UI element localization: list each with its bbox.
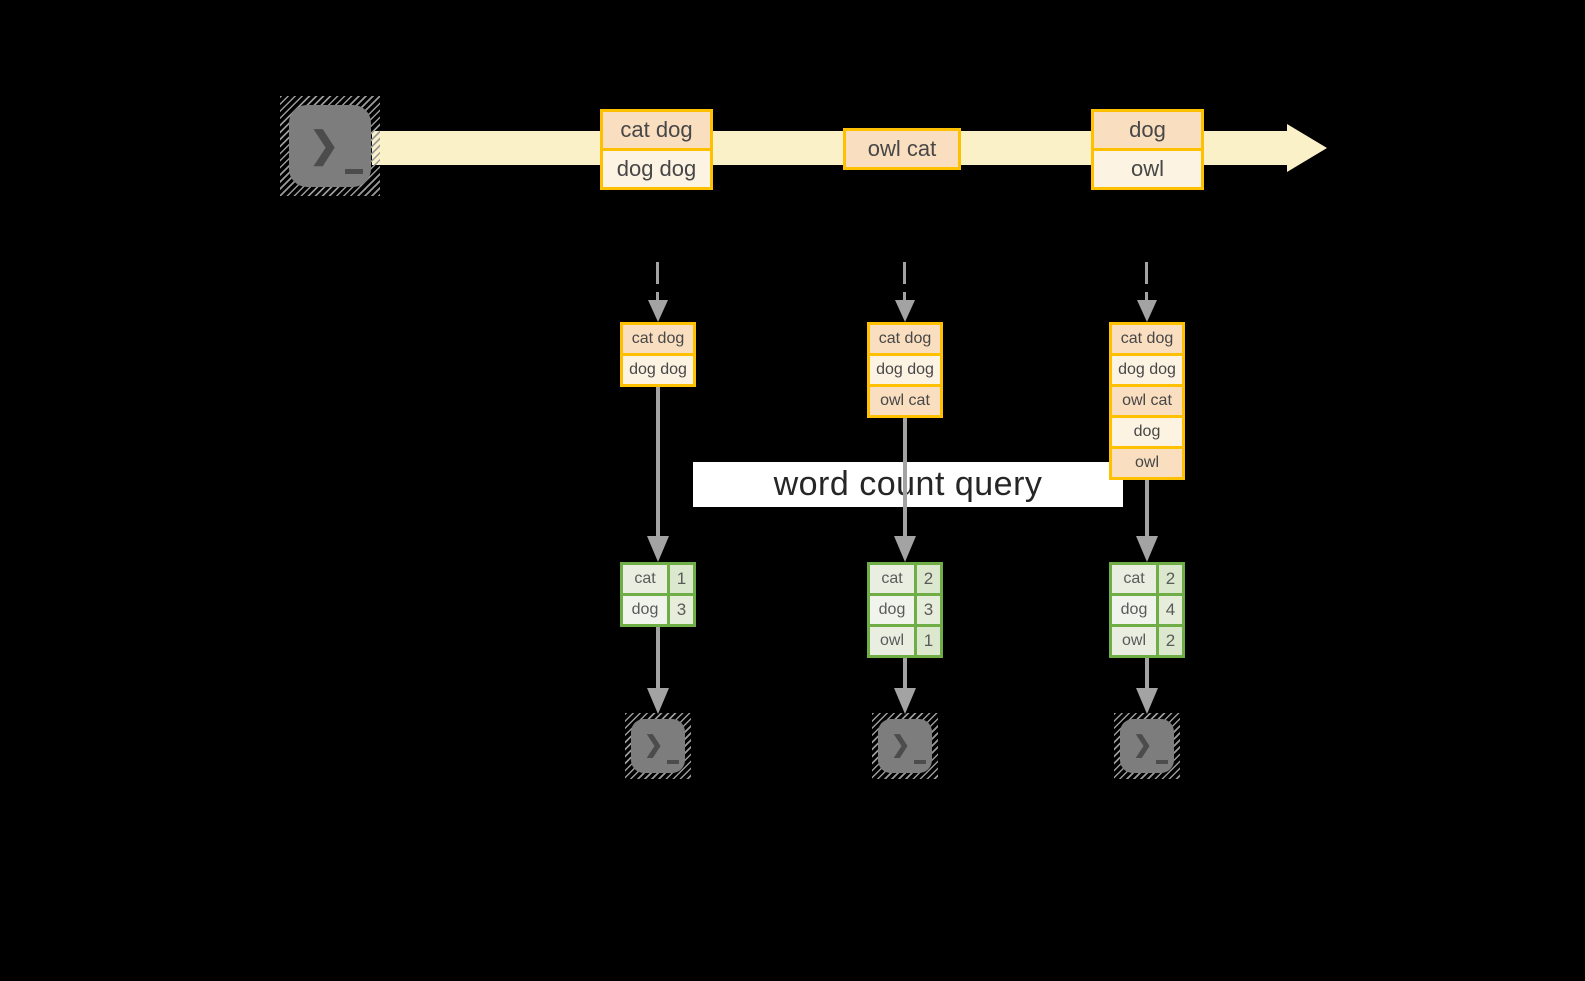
- connector-line: [903, 658, 907, 688]
- terminal-cursor-icon: [667, 760, 679, 764]
- stream-event-box-1: cat dog dog dog: [600, 109, 713, 190]
- state-cell: owl: [1112, 446, 1182, 477]
- table-row: dog 3: [623, 593, 693, 624]
- event-cell: cat dog: [603, 112, 710, 148]
- event-cell: owl cat: [846, 131, 958, 167]
- terminal-screen: ❯: [1120, 719, 1174, 773]
- stream-event-box-2: owl cat: [843, 128, 961, 170]
- terminal-screen: ❯: [289, 105, 371, 187]
- state-cell: cat dog: [1112, 325, 1182, 353]
- connector-arrow-head-icon: [647, 536, 669, 562]
- word-cell: cat: [623, 565, 670, 593]
- event-cell: owl: [1094, 148, 1201, 187]
- state-box-2: cat dog dog dog owl cat: [867, 322, 943, 418]
- connector-line: [903, 418, 907, 536]
- event-cell: dog dog: [603, 148, 710, 187]
- output-terminal-icon-1: ❯: [625, 713, 691, 779]
- output-terminal-icon-2: ❯: [872, 713, 938, 779]
- table-row: dog 4: [1112, 593, 1182, 624]
- event-cell: dog: [1094, 112, 1201, 148]
- state-box-3: cat dog dog dog owl cat dog owl: [1109, 322, 1185, 480]
- state-cell: dog: [1112, 415, 1182, 446]
- connector-line: [1145, 480, 1149, 536]
- count-cell: 2: [1159, 565, 1182, 593]
- state-cell: owl cat: [1112, 384, 1182, 415]
- state-cell: owl cat: [870, 384, 940, 415]
- word-cell: cat: [870, 565, 917, 593]
- connector-line: [1145, 658, 1149, 688]
- word-count-table-3: cat 2 dog 4 owl 2: [1109, 562, 1185, 658]
- connector-arrow-head-icon: [894, 688, 916, 714]
- word-cell: owl: [1112, 627, 1159, 655]
- word-cell: dog: [623, 596, 670, 624]
- word-count-table-2: cat 2 dog 3 owl 1: [867, 562, 943, 658]
- terminal-prompt-icon: ❯: [644, 731, 664, 757]
- terminal-prompt-icon: ❯: [309, 124, 340, 165]
- state-cell: dog dog: [623, 353, 693, 384]
- count-cell: 1: [670, 565, 693, 593]
- word-cell: owl: [870, 627, 917, 655]
- state-cell: dog dog: [1112, 353, 1182, 384]
- count-cell: 2: [1159, 627, 1182, 655]
- connector-line: [656, 387, 660, 536]
- count-cell: 1: [917, 627, 940, 655]
- stream-event-box-3: dog owl: [1091, 109, 1204, 190]
- connector-arrow-head-icon: [894, 536, 916, 562]
- word-cell: cat: [1112, 565, 1159, 593]
- count-cell: 4: [1159, 596, 1182, 624]
- dashed-arrow-line: [903, 262, 906, 300]
- terminal-prompt-icon: ❯: [891, 731, 911, 757]
- table-row: owl 1: [870, 624, 940, 655]
- terminal-prompt-icon: ❯: [1133, 731, 1153, 757]
- state-box-1: cat dog dog dog: [620, 322, 696, 387]
- stream-arrow-head-icon: [1287, 124, 1327, 172]
- table-row: cat 1: [623, 565, 693, 593]
- count-cell: 3: [917, 596, 940, 624]
- dashed-arrow-head-icon: [1137, 300, 1157, 322]
- connector-arrow-head-icon: [1136, 536, 1158, 562]
- terminal-cursor-icon: [345, 169, 363, 174]
- count-cell: 2: [917, 565, 940, 593]
- table-row: cat 2: [1112, 565, 1182, 593]
- count-cell: 3: [670, 596, 693, 624]
- output-terminal-icon-3: ❯: [1114, 713, 1180, 779]
- table-row: cat 2: [870, 565, 940, 593]
- word-cell: dog: [870, 596, 917, 624]
- terminal-screen: ❯: [878, 719, 932, 773]
- query-label: word count query: [773, 465, 1043, 503]
- state-cell: dog dog: [870, 353, 940, 384]
- terminal-cursor-icon: [1156, 760, 1168, 764]
- connector-arrow-head-icon: [647, 688, 669, 714]
- connector-arrow-head-icon: [1136, 688, 1158, 714]
- terminal-screen: ❯: [631, 719, 685, 773]
- word-cell: dog: [1112, 596, 1159, 624]
- query-label-band: word count query: [693, 462, 1123, 507]
- state-cell: cat dog: [870, 325, 940, 353]
- word-count-table-1: cat 1 dog 3: [620, 562, 696, 627]
- connector-line: [656, 627, 660, 688]
- dashed-arrow-line: [656, 262, 659, 300]
- state-cell: cat dog: [623, 325, 693, 353]
- terminal-cursor-icon: [914, 760, 926, 764]
- dashed-arrow-line: [1145, 262, 1148, 300]
- dashed-arrow-head-icon: [648, 300, 668, 322]
- source-terminal-icon: ❯: [280, 96, 380, 196]
- dashed-arrow-head-icon: [895, 300, 915, 322]
- table-row: dog 3: [870, 593, 940, 624]
- table-row: owl 2: [1112, 624, 1182, 655]
